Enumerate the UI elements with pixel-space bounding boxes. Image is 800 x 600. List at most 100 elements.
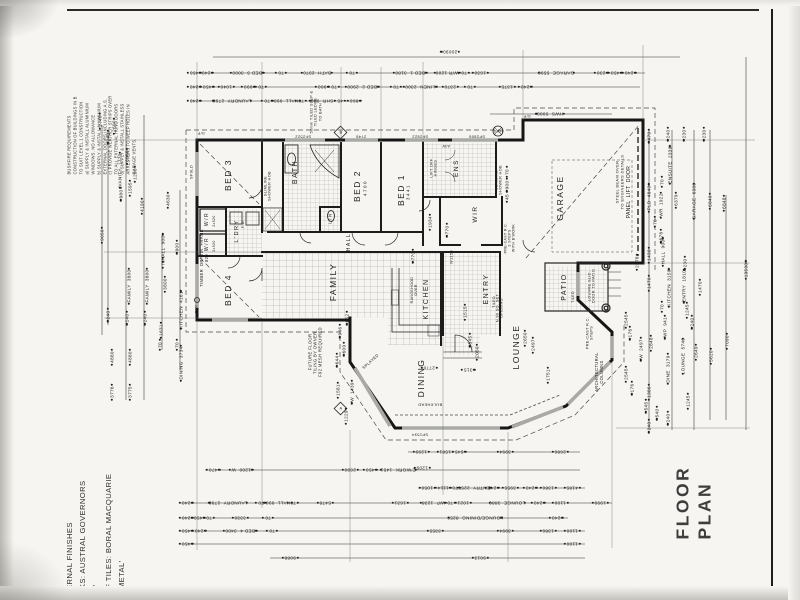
dimension-tick [175,338,179,342]
dim-label: 70 [659,304,665,310]
dimension-tick [649,349,653,352]
dimension-tick [647,383,651,386]
note-label: PANEL LIFT DOOR [626,165,633,219]
dimension-tick [530,85,533,89]
dim-label: 240 [533,500,543,506]
note-label: FUTURE FLOOR TILING BY OWNER. F92 MESH R… [307,327,323,377]
dimension-tick [106,142,110,145]
note-label: PRE-CAST R.C. STEPS [585,316,594,350]
dim-label: HALL 900 [660,239,666,265]
note-label: HWS [493,129,503,134]
dimension-tick [523,501,526,505]
dimension-tick [486,71,489,75]
dimension-tick [554,529,557,533]
dimension-tick [281,556,284,560]
dimension-tick [500,516,503,520]
dim-label: 900 [174,242,180,252]
dim-label: 770 [444,225,450,235]
dim-label: GARAGE 5590 [537,70,575,76]
dimension-tick [208,501,211,505]
dim-label: ENSUITE 2330 [667,146,673,184]
dimension-tick [128,363,132,366]
dim-label: LAUNDRY 2790 [212,98,252,104]
dim-label: E'WORK 1451 [380,467,416,473]
dim-label: 70 [290,500,296,506]
room-label: ENS [453,159,461,177]
dimension-tick [428,228,432,231]
dimension-tick [350,402,354,405]
note-label: SF2822 [411,134,429,140]
note-label: LIFT OFF HINGES [429,158,438,178]
dimension-tick [523,344,527,347]
dimension-tick [572,71,575,75]
dim-label: 1245 [684,304,690,316]
dim-label: LOUNGE 3880 [488,500,526,506]
dimension-tick [186,85,189,89]
dimension-tick [260,99,264,103]
note-label: A [339,405,343,411]
dimension-tick [621,71,624,75]
dimension-tick [435,85,438,89]
dimension-tick [231,516,234,520]
dimension-tick [198,71,201,75]
dim-label: 240 [624,70,634,76]
dimension-tick [668,145,672,148]
room-label: PATIO [560,273,568,301]
dimension-tick [451,450,454,454]
room-label: ENTRY [482,273,490,305]
dim-label: 900 [504,180,510,190]
dim-label: 70 [206,515,212,521]
note-label: 2x520 [211,240,216,252]
dimension-tick [644,411,648,414]
dimension-tick [578,529,581,533]
dim-label: 240 [124,313,130,323]
note-label: F.W. [240,219,245,229]
dimension-tick [551,450,554,454]
room-label: BED 4 [222,273,233,307]
dimension-tick [286,501,290,505]
dim-label: 450 [365,467,375,473]
dimension-tick [127,302,131,305]
dimension-tick [692,182,696,185]
dimension-tick [413,466,416,470]
dimension-tick [145,302,149,305]
dimension-tick [161,233,165,236]
dim-label: 315 [463,367,473,373]
note-label: D/P [523,114,531,119]
dimension-tick [175,252,179,255]
dimension-tick [240,85,243,89]
dim-label: 230 [596,70,606,76]
dimension-tick [628,338,632,341]
dimension-tick [359,99,362,103]
dimension-tick [246,516,249,520]
dimension-tick [304,99,308,103]
dimension-tick [411,261,415,264]
note-label: SLIMLINE SHOWER HOB [494,165,503,195]
room-label: LOUNGE [510,324,521,370]
dim-label: 70 [461,70,467,76]
dimension-tick [426,529,429,533]
dimension-tick [128,383,132,386]
dimension-tick [333,99,337,103]
note-label: BULKHEAD [417,402,443,408]
dim-label: 450 [610,70,620,76]
dimension-tick [473,85,477,89]
dimension-tick [578,486,581,490]
dimension-tick [161,260,165,263]
dim-label: 70 [298,98,304,104]
dim-label: 45 [337,98,343,104]
dimension-tick [262,71,265,75]
dimension-tick [659,228,663,231]
interior-walls [196,139,503,346]
dim-label: DINING 3734 [178,346,184,380]
dimension-tick [468,345,472,348]
dimension-tick [140,212,144,215]
dimension-tick [469,501,472,505]
dimension-tick [537,71,540,75]
dimension-tick [163,290,167,293]
dimension-tick [655,405,659,408]
dim-label: BED 3 3000 [232,70,262,76]
dimension-tick [624,326,628,329]
dim-label: 70 [157,342,163,348]
dimension-tick [463,303,467,306]
